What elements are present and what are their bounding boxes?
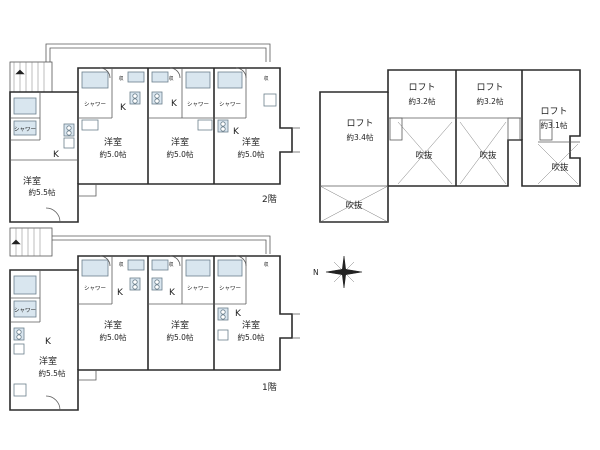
loft-label: ロフト	[540, 107, 567, 117]
compass: N	[313, 255, 363, 289]
loft-plan	[319, 69, 581, 223]
floor-label-1f: 1階	[262, 382, 277, 393]
room-size: 約5.0帖	[238, 332, 265, 342]
stair-1f	[9, 227, 53, 257]
loft-size: 約3.2帖	[477, 96, 504, 106]
kitchen-label: K	[45, 337, 52, 347]
room-size: 約5.0帖	[100, 149, 127, 159]
room-size: 約5.0帖	[100, 332, 127, 342]
room-label: 洋室	[242, 136, 260, 148]
room-label: 洋室	[242, 319, 260, 331]
room-label: 洋室	[23, 175, 41, 187]
kitchen-label: K	[233, 127, 240, 137]
first-floor-labels: 洋室 約5.5帖 K シャワー 洋室 約5.0帖 K シャワー 収 洋室 約5.…	[14, 261, 277, 393]
room-size: 約5.0帖	[167, 149, 194, 159]
shower-label: シャワー	[187, 101, 209, 108]
closet-label: 収	[263, 261, 268, 268]
kitchen-label: K	[53, 150, 60, 160]
compass-north-label: N	[313, 268, 319, 277]
void-label: 吹抜	[479, 150, 497, 161]
shower-label: シャワー	[219, 101, 241, 108]
kitchen-label: K	[171, 99, 178, 109]
room-size: 約5.5帖	[29, 187, 56, 197]
shower-label: シャワー	[219, 285, 241, 292]
kitchen-label: K	[169, 288, 176, 298]
closet-label: 収	[168, 75, 173, 82]
closet-label: 収	[168, 261, 173, 268]
shower-label: シャワー	[14, 307, 36, 314]
first-floor-plan	[9, 227, 300, 411]
void-label: 吹抜	[551, 162, 569, 173]
room-label: 洋室	[39, 355, 57, 367]
room-label: 洋室	[104, 136, 122, 148]
floor-label-2f: 2階	[262, 194, 277, 205]
kitchen-label: K	[117, 288, 124, 298]
void-label: 吹抜	[415, 150, 433, 161]
stair-2f	[9, 61, 53, 93]
room-label: 洋室	[171, 319, 189, 331]
closet-label: 収	[118, 75, 123, 82]
shower-label: シャワー	[187, 285, 209, 292]
loft-label: ロフト	[408, 83, 435, 93]
room-label: 洋室	[171, 136, 189, 148]
kitchen-label: K	[120, 103, 127, 113]
room-label: 洋室	[104, 319, 122, 331]
kitchen-label: K	[235, 309, 242, 319]
closet-label: 収	[118, 261, 123, 268]
room-size: 約5.0帖	[167, 332, 194, 342]
room-size: 約5.5帖	[39, 368, 66, 378]
second-floor-plan	[9, 43, 300, 223]
void-label: 吹抜	[345, 200, 363, 211]
loft-size: 約3.4帖	[347, 132, 374, 142]
loft-size: 約3.2帖	[409, 96, 436, 106]
closet-label: 収	[263, 75, 268, 82]
loft-label: ロフト	[346, 119, 373, 129]
loft-label: ロフト	[476, 83, 503, 93]
loft-size: 約3.1帖	[541, 120, 568, 130]
room-size: 約5.0帖	[238, 149, 265, 159]
loft-labels: ロフト 約3.4帖 ロフト 約3.2帖 ロフト 約3.2帖 ロフト 約3.1帖 …	[345, 83, 569, 211]
second-floor-labels: 洋室 約5.5帖 K シャワー 洋室 約5.0帖 K シャワー 収 洋室 約5.…	[14, 75, 277, 205]
shower-label: シャワー	[84, 285, 106, 292]
shower-label: シャワー	[14, 126, 36, 133]
shower-label: シャワー	[84, 101, 106, 108]
